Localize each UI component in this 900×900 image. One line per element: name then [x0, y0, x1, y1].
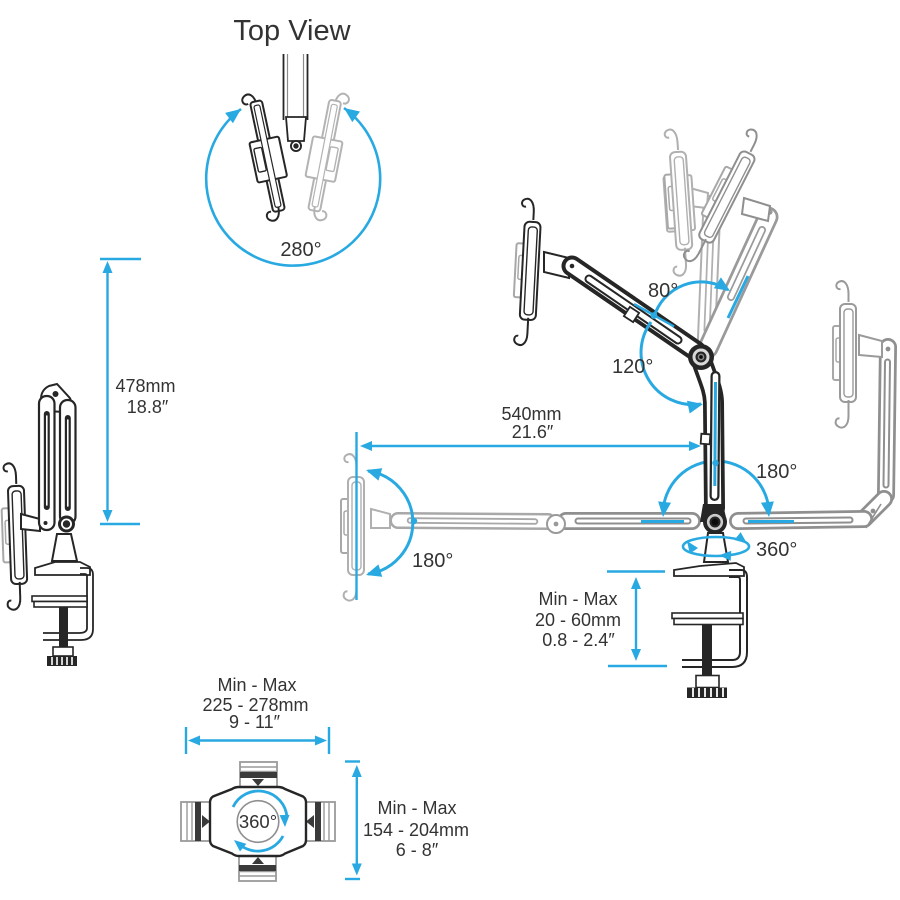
- svg-text:225 - 278mm: 225 - 278mm: [202, 695, 308, 715]
- svg-text:360°: 360°: [239, 811, 277, 832]
- svg-text:Min - Max: Min - Max: [538, 589, 617, 609]
- svg-text:360°: 360°: [756, 539, 797, 561]
- svg-text:Min - Max: Min - Max: [217, 675, 296, 695]
- svg-text:120°: 120°: [612, 356, 653, 378]
- svg-text:280°: 280°: [280, 239, 321, 261]
- svg-text:478mm: 478mm: [115, 376, 175, 396]
- svg-text:6 - 8″: 6 - 8″: [396, 840, 439, 860]
- svg-text:18.8″: 18.8″: [127, 397, 169, 417]
- svg-text:80°: 80°: [648, 280, 678, 302]
- svg-text:Min - Max: Min - Max: [377, 798, 456, 818]
- svg-text:21.6″: 21.6″: [512, 422, 554, 442]
- svg-text:540mm: 540mm: [501, 404, 561, 424]
- svg-text:0.8 - 2.4″: 0.8 - 2.4″: [542, 630, 615, 650]
- svg-text:180°: 180°: [412, 550, 453, 572]
- svg-text:9 - 11″: 9 - 11″: [229, 712, 281, 732]
- svg-text:154 - 204mm: 154 - 204mm: [363, 820, 469, 840]
- svg-text:180°: 180°: [756, 461, 797, 483]
- svg-text:Top View: Top View: [233, 15, 351, 47]
- svg-text:20 - 60mm: 20 - 60mm: [535, 610, 621, 630]
